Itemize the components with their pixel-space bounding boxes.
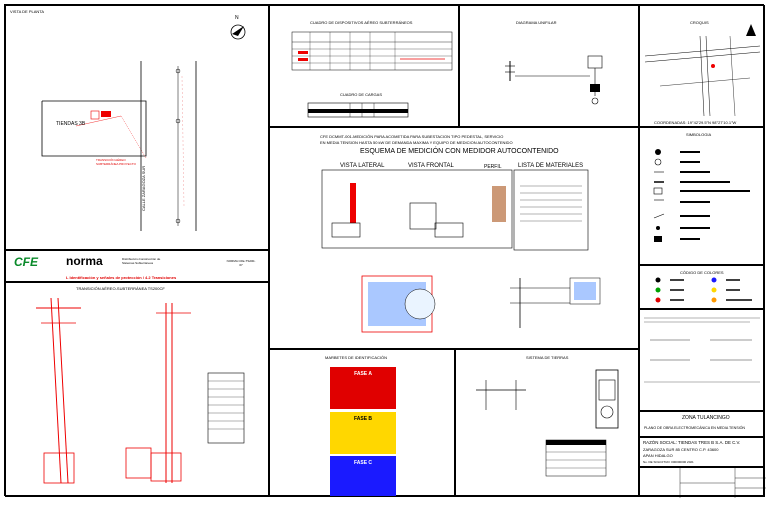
plant-drawing: N: [41, 15, 246, 231]
zone-title: ZONA TULANCINGO: [682, 415, 730, 421]
zone-panel: ZONA TULANCINGO PLANO DE OBRA ELECTROMEC…: [639, 411, 765, 437]
norma-header: CFE norma Distribución-Construcción de S…: [5, 250, 269, 282]
plant-view-panel: VISTA DE PLANTA N TIENDAS 3B TRANSICIÓN …: [5, 5, 269, 250]
unifilar-panel: DIAGRAMA UNIFILAR: [459, 5, 639, 127]
norma-logo: norma: [66, 254, 103, 268]
company-panel: RAZÓN SOCIAL: TIENDAS TRES B S.A. DE C.V…: [639, 437, 765, 467]
croquis-coords: COORDENADAS: 19°42'29.5"N 98°27'10.1"W: [654, 120, 737, 125]
symbology-panel: SIMBOLOGIA: [639, 127, 765, 265]
color-code-title: CÓDIGO DE COLORES: [680, 270, 724, 275]
symbology-title: SIMBOLOGIA: [686, 132, 712, 137]
zone-plan: PLANO DE OBRA ELECTROMECÁNICA EN MEDIA T…: [644, 426, 745, 430]
title-block: [639, 467, 766, 498]
plant-note: TRANSICIÓN AÉREO SUBTERRÁNEA PROYECTO: [96, 158, 136, 166]
devices-panel: CUADRO DE DISPOSITIVOS AÉREO SUBTERRÁNEO…: [269, 5, 459, 127]
front-view-label: VISTA FRONTAL: [408, 163, 454, 169]
unifilar-drawing: [505, 55, 603, 105]
norma-sub: Distribución-Construcción de Sistemas Su…: [122, 257, 161, 265]
company-line4: No. DE SOLICITUD: 000000000 2021: [643, 460, 694, 464]
symbology-list: [653, 149, 750, 242]
labels-panel: MARBETES DE IDENTIFICACIÓN FASE A FASE B…: [269, 349, 455, 497]
scheme-title: ESQUEMA DE MEDICIÓN CON MEDIDOR AUTOCONT…: [360, 148, 559, 155]
grounding-drawing: [476, 369, 619, 477]
phase-b-tag: FASE B: [330, 412, 396, 454]
scheme-panel: CFE DCMMT-001-MEDICIÓN PARA ACOMETIDA PA…: [269, 127, 639, 349]
svg-text:N: N: [235, 15, 239, 21]
phase-c-tag: FASE C: [330, 456, 396, 496]
croquis-panel: CROQUIS COORDENADAS: 19°42'29.5"N 98°27'…: [639, 5, 765, 127]
transition-panel: TRANSICIÓN AÉREO-SUBTERRÁNEA TS200CF: [5, 282, 269, 497]
grounding-panel: SISTEMA DE TIERRAS: [455, 349, 639, 497]
materials-label: LISTA DE MATERIALES: [518, 163, 584, 169]
cfe-logo: CFE: [14, 255, 38, 269]
company-line1: RAZÓN SOCIAL: TIENDAS TRES B S.A. DE C.V…: [643, 440, 741, 445]
company-line2: ZARAGOZA SUR 85 CENTRO C.P. 43600: [643, 447, 719, 452]
profile-label: PERFIL: [484, 164, 502, 170]
company-line3: APAN HIDALGO: [643, 453, 673, 458]
color-code-list: [655, 277, 752, 303]
transition-drawing: [36, 297, 245, 484]
phase-a-tag: FASE A: [330, 367, 396, 409]
norma-red-title: L Identificación y señales de protección…: [66, 275, 177, 280]
color-code-panel: CÓDIGO DE COLORES: [639, 265, 765, 309]
grounding-title: SISTEMA DE TIERRAS: [526, 355, 569, 360]
title-block-grid: [679, 468, 766, 498]
devices-title: CUADRO DE DISPOSITIVOS AÉREO SUBTERRÁNEO…: [310, 20, 413, 25]
street-label: CALLE ZARAGOZA SUR: [141, 165, 146, 211]
norma-code: NORMA CFE-TS200-07: [226, 259, 256, 267]
side-view-label: VISTA LATERAL: [340, 163, 385, 169]
scheme-line2: EN MEDIA TENSION HASTA 50 kW DE DEMANDA …: [320, 140, 513, 145]
scheme-line1: CFE DCMMT-001-MEDICIÓN PARA ACOMETIDA PA…: [320, 134, 504, 139]
drawing-sheet: VISTA DE PLANTA N TIENDAS 3B TRANSICIÓN …: [4, 4, 766, 498]
loads-title: CUADRO DE CARGAS: [340, 92, 383, 97]
labels-title: MARBETES DE IDENTIFICACIÓN: [325, 355, 388, 360]
store-label: TIENDAS 3B: [56, 121, 86, 127]
croquis-title: CROQUIS: [690, 20, 709, 25]
signature-lines: [644, 317, 760, 383]
plant-title: VISTA DE PLANTA: [10, 9, 45, 14]
scheme-drawing: [321, 169, 601, 333]
croquis-map: [644, 24, 761, 117]
devices-table: [291, 31, 453, 118]
unifilar-title: DIAGRAMA UNIFILAR: [516, 20, 557, 25]
signatures-panel: [639, 309, 765, 411]
transition-title: TRANSICIÓN AÉREO-SUBTERRÁNEA TS200CF: [76, 286, 165, 291]
